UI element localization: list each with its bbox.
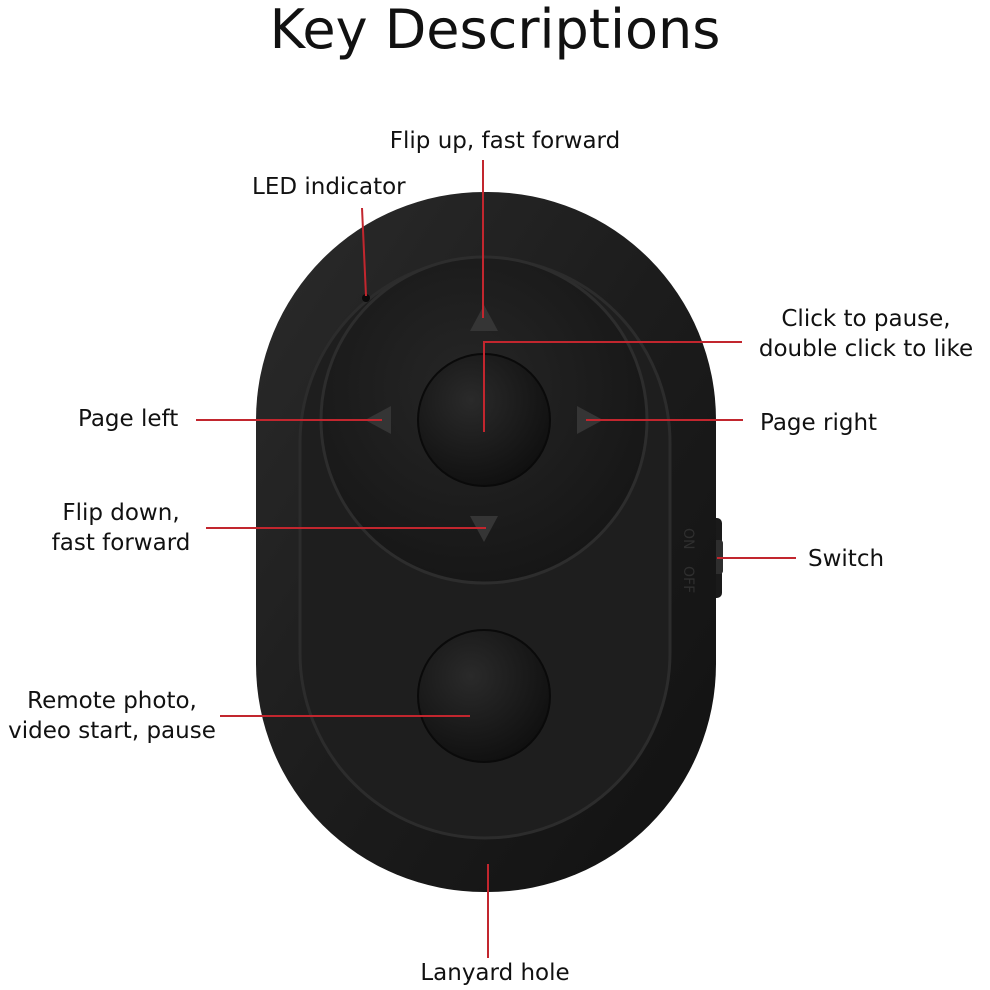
page-title: Key Descriptions	[269, 0, 721, 61]
callout-switch: Switch	[808, 546, 885, 572]
callout-flip-up: Flip up, fast forward	[389, 128, 621, 154]
switch-off-mark: OFF	[680, 566, 696, 593]
callout-click-pause: Click to pause, double click to like	[758, 306, 974, 362]
switch-on-mark: ON	[680, 528, 696, 550]
leader-lines	[196, 160, 796, 958]
callout-lanyard-hole: Lanyard hole	[420, 960, 570, 986]
callout-page-right: Page right	[760, 410, 878, 436]
led-indicator-dot	[362, 294, 370, 302]
callout-flip-down: Flip down, fast forward	[51, 500, 191, 556]
leader-led	[361, 207, 367, 297]
shutter-button[interactable]	[417, 629, 551, 763]
callout-led-indicator: LED indicator	[252, 174, 406, 200]
callout-remote-photo: Remote photo, video start, pause	[8, 688, 216, 744]
callout-page-left: Page left	[78, 406, 179, 432]
leader-click-pause	[483, 341, 742, 432]
